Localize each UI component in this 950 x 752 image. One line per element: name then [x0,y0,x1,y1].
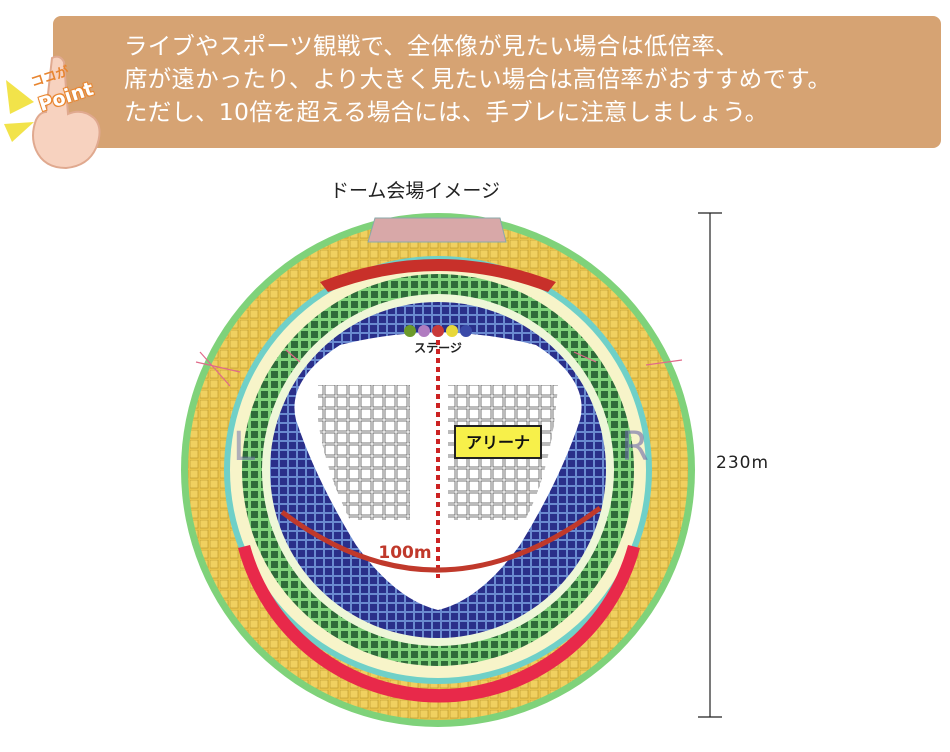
stage-marker-icon [404,325,416,337]
height-label: 230m [716,453,770,473]
arena-label-box [454,425,542,459]
arena-blocks-left [318,385,410,520]
red-seats-top [320,259,556,292]
tip-line-3: ただし、10倍を超える場合には、手ブレに注意しましょう。 [124,98,769,126]
pointing-hand-icon [4,55,101,170]
diagram-title: ドーム会場イメージ [330,180,501,202]
stage-marker-icon [446,325,458,337]
distance-arc [280,506,602,573]
stage-marker-icon [460,325,472,337]
vip-box [367,217,507,243]
tip-line-2: 席が遠かったり、より大きく見たい場合は高倍率がおすすめです。 [124,65,832,93]
tip-text: ライブやスポーツ観戦で、全体像が見たい場合は低倍率、 席が遠かったり、より大きく… [124,30,944,129]
distance-label: 100m [378,543,431,563]
stage-marker-icon [432,325,444,337]
arena-label: アリーナ [466,433,530,452]
left-side-label: L [233,424,256,470]
right-side-label: R [621,424,649,470]
tip-line-1: ライブやスポーツ観戦で、全体像が見たい場合は低倍率、 [124,32,739,60]
point-badge: ココが Point [0,30,110,170]
red-seats-bottom [238,545,640,703]
stage-label: ステージ [414,341,462,355]
tip-box [53,16,941,148]
stage-marker-icon [418,325,430,337]
